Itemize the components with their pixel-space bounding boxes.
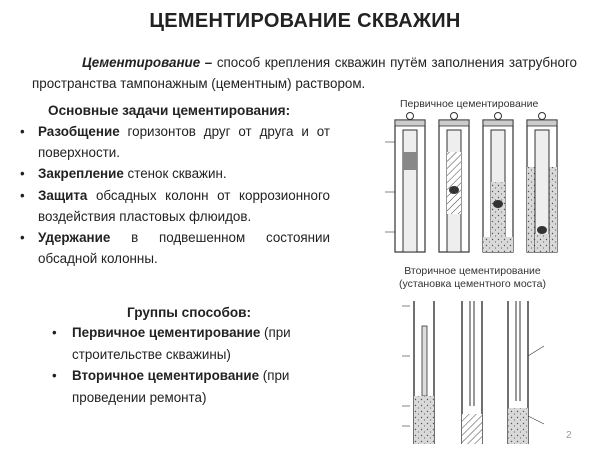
task-text: горизонтов друг от друга и от поверхност… <box>38 124 330 161</box>
page-title: ЦЕМЕНТИРОВАНИЕ СКВАЖИН <box>149 10 461 32</box>
task-term: Удержание <box>38 230 111 246</box>
groups-list: Первичное цементирование (при строительс… <box>52 322 312 408</box>
list-item: Удержание в подвешенном состоянии обсадн… <box>20 227 330 269</box>
well-stage-3 <box>482 112 514 253</box>
group-text: (при проведении ремонта) <box>72 368 290 405</box>
secondary-cementing-caption: Вторичное цементирование (установка цеме… <box>380 265 565 291</box>
intro-term: Цементирование – <box>82 55 213 70</box>
bridge-well-1 <box>402 301 435 444</box>
secondary-caption-line-2: (установка цементного моста) <box>399 278 546 290</box>
tasks-heading: Основные задачи цементирования: <box>48 103 291 118</box>
list-item: Разобщение горизонтов друг от друга и от… <box>20 121 330 163</box>
task-term: Защита <box>38 187 88 203</box>
well-stage-1 <box>385 112 426 253</box>
task-text: стенок скважин. <box>123 166 227 182</box>
list-item: Вторичное цементирование (при проведении… <box>52 365 312 408</box>
well-stage-4 <box>526 112 558 253</box>
task-term: Закрепление <box>38 166 124 182</box>
page-number: 2 <box>566 430 572 441</box>
group-term: Вторичное цементирование <box>72 368 260 383</box>
group-term: Первичное цементирование <box>72 325 261 340</box>
list-item: Защита обсадных колонн от коррозионного … <box>20 185 330 227</box>
tasks-list: Разобщение горизонтов друг от друга и от… <box>20 121 330 269</box>
list-item: Первичное цементирование (при строительс… <box>52 322 312 365</box>
bridge-well-2 <box>461 301 483 444</box>
task-text: обсадных колонн от коррозионного воздейс… <box>38 187 330 224</box>
task-term: Разобщение <box>38 124 120 139</box>
secondary-caption-line-1: Вторичное цементирование <box>404 265 541 277</box>
well-stage-2 <box>438 112 470 253</box>
intro-text: способ крепления скважин путём заполнени… <box>32 55 577 91</box>
bridge-well-3 <box>507 301 545 444</box>
cement-bridge-diagram <box>402 301 545 444</box>
primary-cementing-caption: Первичное цементирование <box>400 98 539 110</box>
groups-heading: Группы способов: <box>127 305 252 320</box>
primary-cementing-diagram <box>385 112 558 253</box>
intro-paragraph: Цементирование – способ крепления скважи… <box>32 52 577 94</box>
list-item: Закрепление стенок скважин. <box>20 163 330 184</box>
group-text: (при строительстве скважины) <box>72 325 291 362</box>
task-text: в подвешенном состоянии обсадной колонны… <box>38 230 330 267</box>
